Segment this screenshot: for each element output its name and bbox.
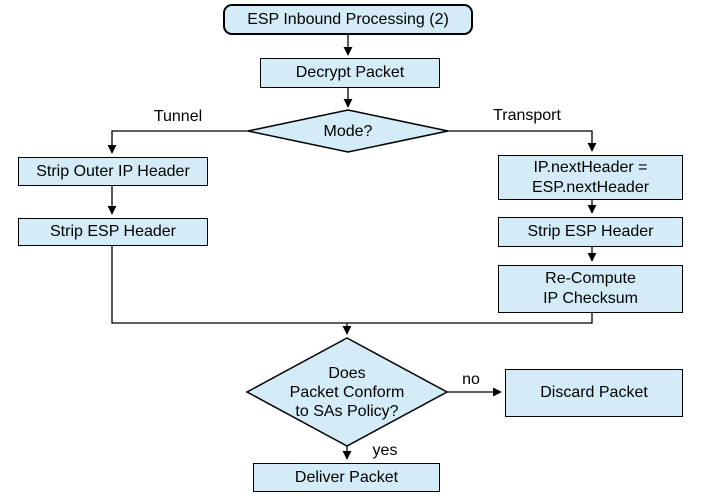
node-ip-nextheader: IP.nextHeader = ESP.nextHeader [498, 155, 683, 200]
edge-label-transport: Transport [493, 107, 561, 124]
node-recompute-ip-checksum: Re-Compute IP Checksum [498, 265, 683, 313]
edge-merge-right [347, 313, 593, 324]
edge-label-yes: yes [372, 442, 398, 459]
node-strip-outer-ip-header: Strip Outer IP Header [18, 157, 208, 186]
node-decrypt-packet: Decrypt Packet [260, 58, 440, 88]
node-start-label: ESP Inbound Processing (2) [247, 10, 449, 28]
node-discard-packet: Discard Packet [505, 369, 683, 417]
node-decrypt-packet-label: Decrypt Packet [295, 64, 405, 81]
node-discard-packet-label: Discard Packet [540, 384, 648, 401]
edge-label-no: no [462, 371, 480, 388]
node-start: ESP Inbound Processing (2) [223, 4, 473, 35]
conform-decision-diamond [245, 337, 449, 447]
node-strip-esp-header-left: Strip ESP Header [18, 218, 208, 246]
edge-label-tunnel: Tunnel [153, 108, 203, 125]
node-strip-esp-header-right: Strip ESP Header [498, 217, 683, 247]
node-strip-esp-header-right-label: Strip ESP Header [527, 223, 654, 240]
node-deliver-packet-label: Deliver Packet [294, 468, 399, 486]
node-strip-esp-header-left-label: Strip ESP Header [50, 223, 176, 240]
node-deliver-packet: Deliver Packet [253, 463, 440, 492]
edge-mode-transport [447, 130, 597, 152]
node-strip-outer-ip-header-label: Strip Outer IP Header [36, 162, 190, 180]
edge-merge-left [111, 245, 347, 324]
mode-decision-diamond [247, 109, 449, 153]
edge-mode-tunnel [107, 130, 249, 154]
